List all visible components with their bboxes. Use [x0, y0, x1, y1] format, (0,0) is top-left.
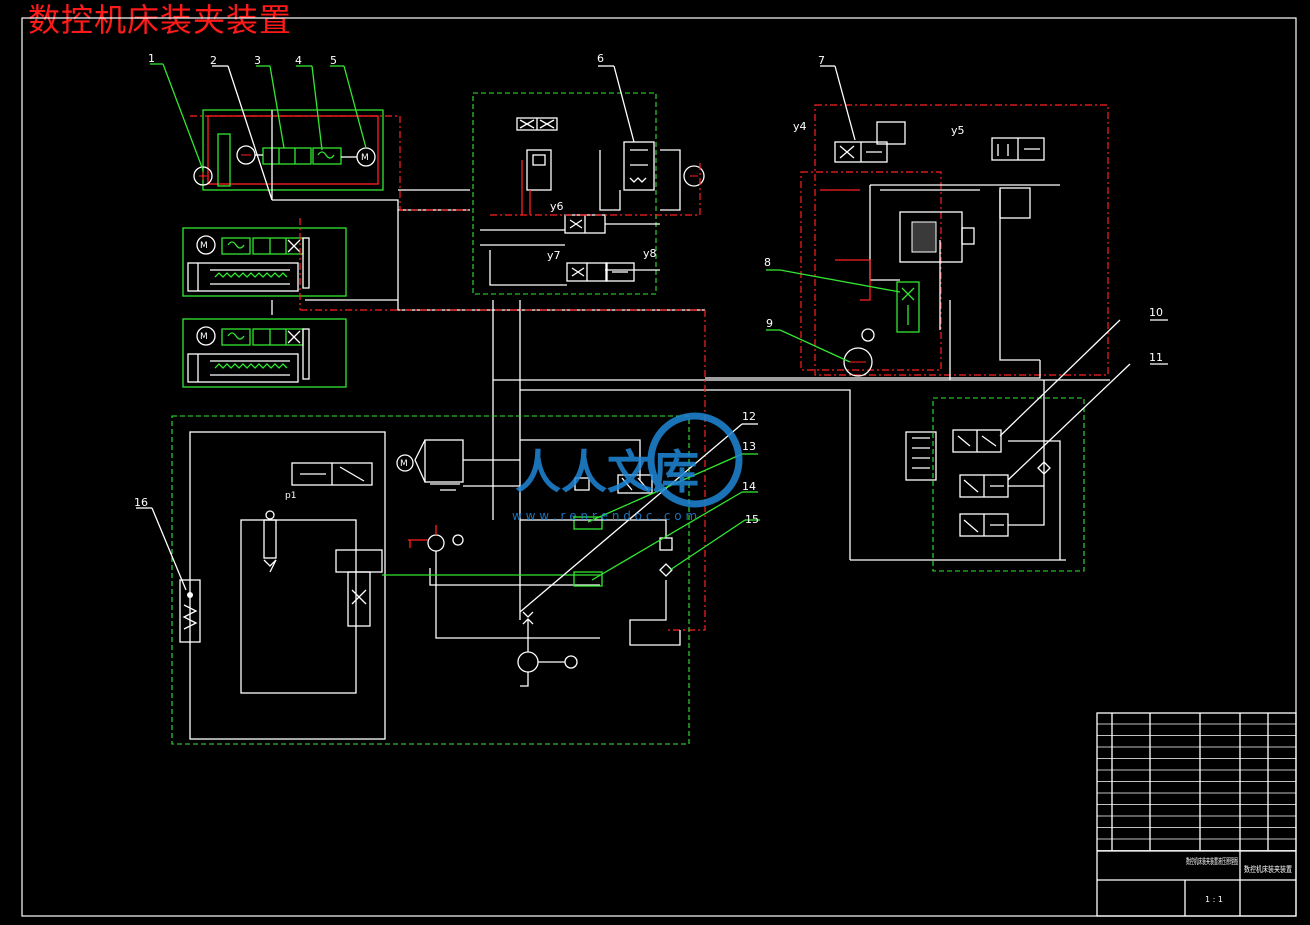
svg-text:M: M: [200, 332, 208, 342]
callout-3: 3: [254, 54, 261, 67]
drawing-border: [21, 17, 1297, 917]
title-block-drawing-name-right: 数控机床装夹装置: [1244, 864, 1292, 874]
title-block: 数控机床装夹装置液压原理图 数控机床装夹装置 1 : 1: [1096, 712, 1297, 917]
drawing-title: 数控机床装夹装置: [28, 1, 293, 39]
callout-leaders: [136, 63, 1168, 613]
callout-numbers: 1 2 3 4 5 6 7 8 9 10 11 12 13 14 15 16: [134, 52, 1163, 526]
pump-unit-top-left: M: [193, 109, 384, 191]
callout-12: 12: [742, 410, 756, 423]
valve-block-6: [472, 92, 705, 295]
solenoid-y6: y6: [550, 200, 564, 213]
solenoid-y5: y5: [951, 124, 965, 137]
callout-5: 5: [330, 54, 337, 67]
callout-15: 15: [745, 513, 759, 526]
callout-13: 13: [742, 440, 756, 453]
svg-text:M: M: [361, 153, 369, 163]
callout-7: 7: [818, 54, 825, 67]
svg-text:M: M: [400, 459, 408, 469]
watermark-url: w w w . r e n r e n d o c . c o m: [512, 509, 697, 523]
callout-2: 2: [210, 54, 217, 67]
clamp-cylinder-unit-2: M: [182, 318, 347, 388]
title-block-scale: 1 : 1: [1205, 895, 1223, 904]
callout-8: 8: [764, 256, 771, 269]
callout-14: 14: [742, 480, 756, 493]
callout-4: 4: [295, 54, 302, 67]
valve-block-10-11: [850, 380, 1085, 572]
callout-9: 9: [766, 317, 773, 330]
solenoid-labels: y4 y5 y6 y7 y8 p1: [285, 120, 965, 501]
callout-10: 10: [1149, 306, 1163, 319]
svg-text:M: M: [200, 241, 208, 251]
callout-11: 11: [1149, 351, 1163, 364]
power-unit-16: M: [171, 415, 690, 745]
solenoid-y7: y7: [547, 249, 561, 262]
callout-16: 16: [134, 496, 148, 509]
callout-1: 1: [148, 52, 155, 65]
pilot-lines: [190, 115, 706, 631]
main-piping: [271, 110, 1110, 620]
clamp-cylinder-unit-1: M: [182, 227, 347, 297]
solenoid-y4: y4: [793, 120, 807, 133]
watermark-brand: 人人文库: [515, 445, 699, 499]
solenoid-y8: y8: [643, 247, 657, 260]
watermark: 人人文库 w w w . r e n r e n d o c . c o m: [512, 412, 743, 523]
callout-6: 6: [597, 52, 604, 65]
solenoid-p1: p1: [285, 491, 296, 501]
title-block-drawing-name: 数控机床装夹装置液压原理图: [1186, 856, 1238, 866]
valve-block-7-9: [800, 104, 1109, 380]
